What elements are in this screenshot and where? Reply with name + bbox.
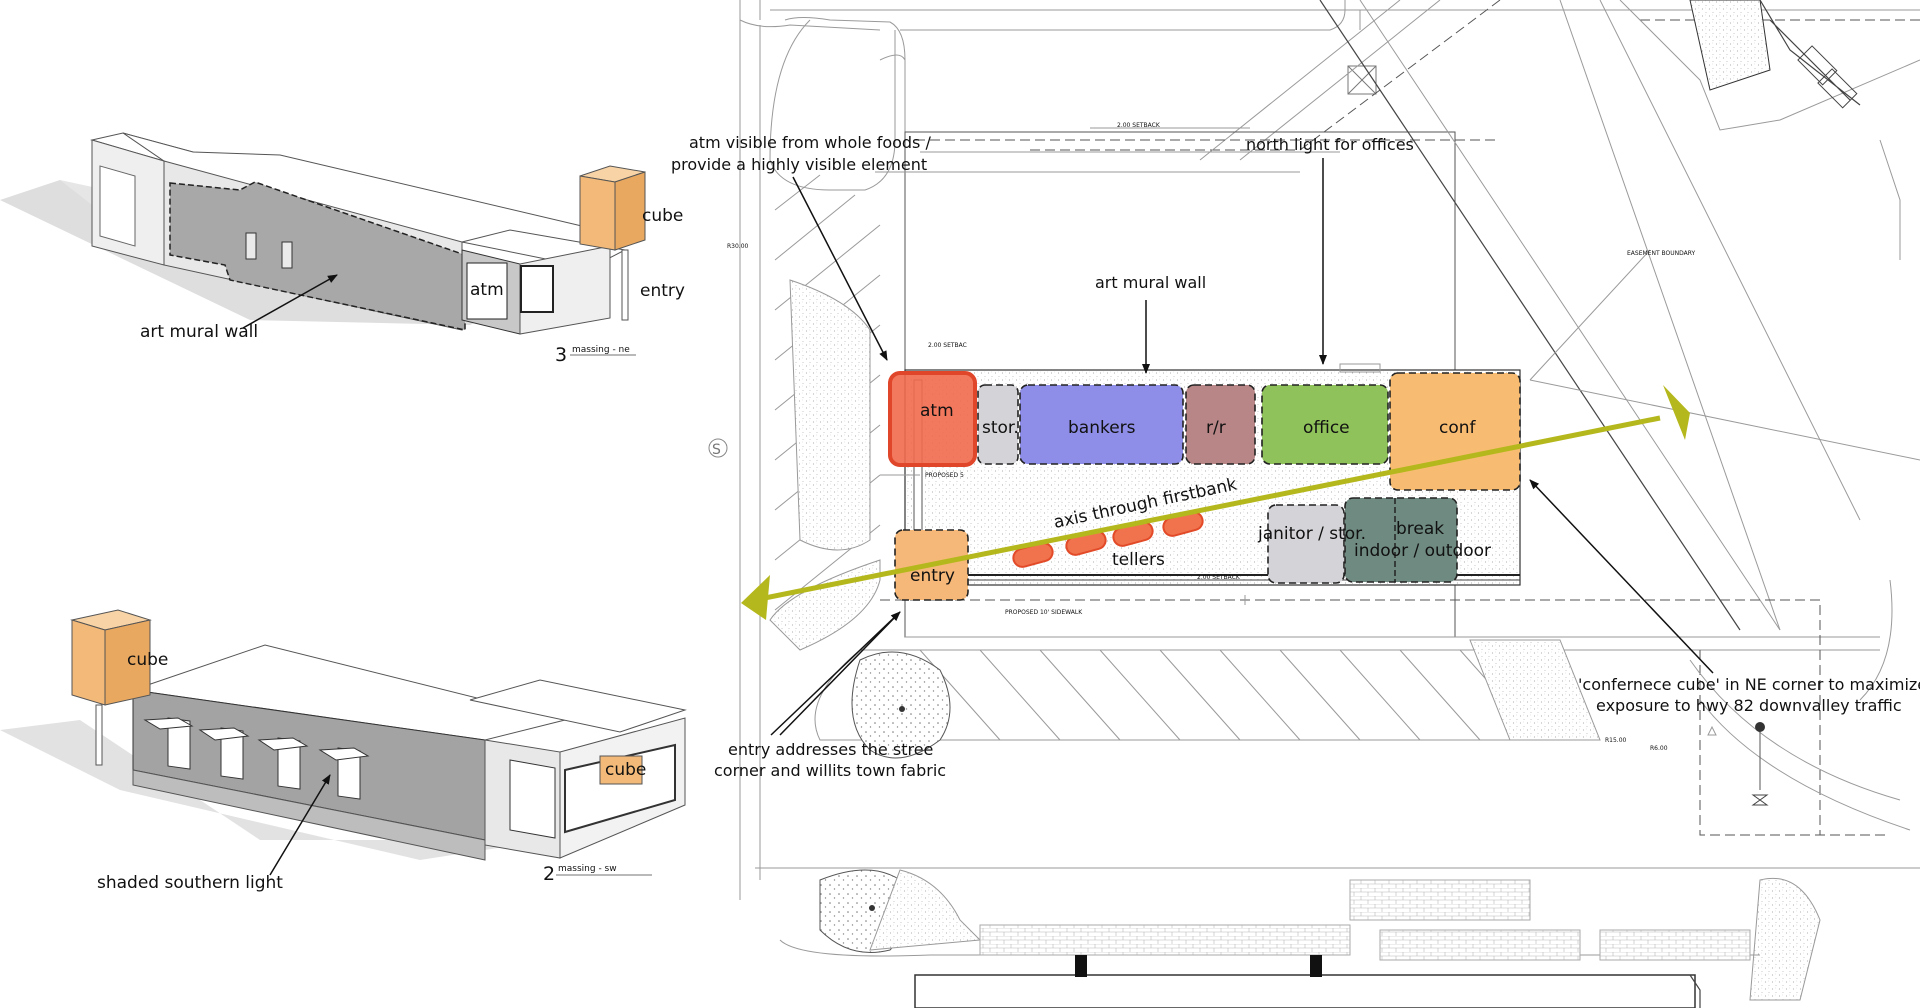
annotation-entry-line1: entry addresses the stree [728, 740, 933, 759]
room-conf [1389, 372, 1521, 491]
room-label-janitor: janitor / stor. [1257, 524, 1366, 544]
annotation-north-light: north light for offices [1246, 135, 1414, 154]
r6-label: R6.00 [1650, 745, 1668, 752]
setback-left-label: 2.00 SETBAC [928, 342, 967, 349]
annotation-art-mural: art mural wall [1095, 273, 1206, 292]
atm-label-ne: atm [470, 280, 504, 300]
setback-top-label: 2.00 SETBACK [1117, 122, 1161, 129]
room-label-break-2: indoor / outdoor [1354, 541, 1491, 561]
survey-mark-s-label: S [712, 442, 721, 458]
cube-label-sw-right: cube [605, 760, 646, 780]
cube-label-ne: cube [642, 206, 683, 226]
annotation-entry-line2: corner and willits town fabric [714, 761, 946, 780]
room-rr [1185, 384, 1256, 465]
cube-label-sw-left: cube [127, 650, 168, 670]
art-mural-wall-surface [169, 181, 466, 331]
survey-mark-s [708, 438, 728, 458]
room-label-office: office [1303, 418, 1350, 438]
room-atm [888, 371, 977, 467]
room-zones [888, 371, 1521, 601]
annotation-atm-line1: atm visible from whole foods / [689, 133, 931, 152]
r15-label: R15.00 [1605, 737, 1627, 744]
caption-massing-sw: massing - sw [558, 864, 617, 874]
entry-label-ne: entry [640, 281, 685, 301]
drawing-number-2: 2 [543, 863, 555, 885]
room-office [1261, 384, 1389, 465]
room-labels: atm stor. bankers r/r office conf entry … [910, 401, 1491, 586]
room-label-entry: entry [910, 566, 955, 586]
cube-sw-left-block [71, 619, 106, 706]
room-bankers [1019, 384, 1184, 465]
plan-small-labels: 2.00 SETBACK 2.00 SETBAC 2.00 SETBACK PR… [708, 122, 1696, 752]
room-label-atm: atm [920, 401, 954, 421]
massing-sw-drawing: cube cube shaded southern light 2 massin… [0, 609, 687, 893]
room-break [1344, 497, 1458, 583]
caption-massing-ne: massing - ne [572, 345, 630, 355]
plan-annotations: atm visible from whole foods / provide a… [671, 133, 1920, 780]
cube-ne-block [579, 175, 616, 251]
cube-sw-right-block [599, 755, 643, 785]
room-label-rr: r/r [1206, 418, 1226, 438]
room-label-tellers: tellers [1112, 550, 1165, 570]
annotation-atm-line2: provide a highly visible element [671, 155, 927, 174]
teller-stations [1012, 511, 1204, 568]
art-mural-wall-callout: art mural wall [140, 322, 258, 342]
annotation-conf-line2: exposure to hwy 82 downvalley traffic [1596, 696, 1902, 715]
room-janitor [1267, 504, 1345, 584]
drawing-number-3: 3 [555, 344, 567, 366]
room-label-stor: stor. [982, 418, 1019, 438]
r30-label: R30.00 [727, 243, 749, 250]
room-label-bankers: bankers [1068, 418, 1136, 438]
room-stor [977, 384, 1019, 465]
massing-ne-drawing: cube atm entry art mural wall 3 massing … [0, 132, 685, 366]
sidewalk-label: PROPOSED 10' SIDEWALK [1005, 609, 1083, 616]
room-label-conf: conf [1439, 418, 1477, 438]
room-label-break-1: break [1396, 519, 1444, 539]
shaded-southern-light-callout: shaded southern light [97, 873, 283, 893]
proposed-label: PROPOSED 5 [925, 472, 964, 479]
annotation-conf-line1: 'confernece cube' in NE corner to maximi… [1578, 675, 1920, 694]
axis-arrowhead-east [1663, 385, 1690, 440]
axis-arrowhead-west [741, 575, 770, 620]
setback-bottom-label: 2.00 SETBACK [1197, 574, 1241, 581]
easement-label: EASEMENT BOUNDARY [1627, 250, 1696, 257]
